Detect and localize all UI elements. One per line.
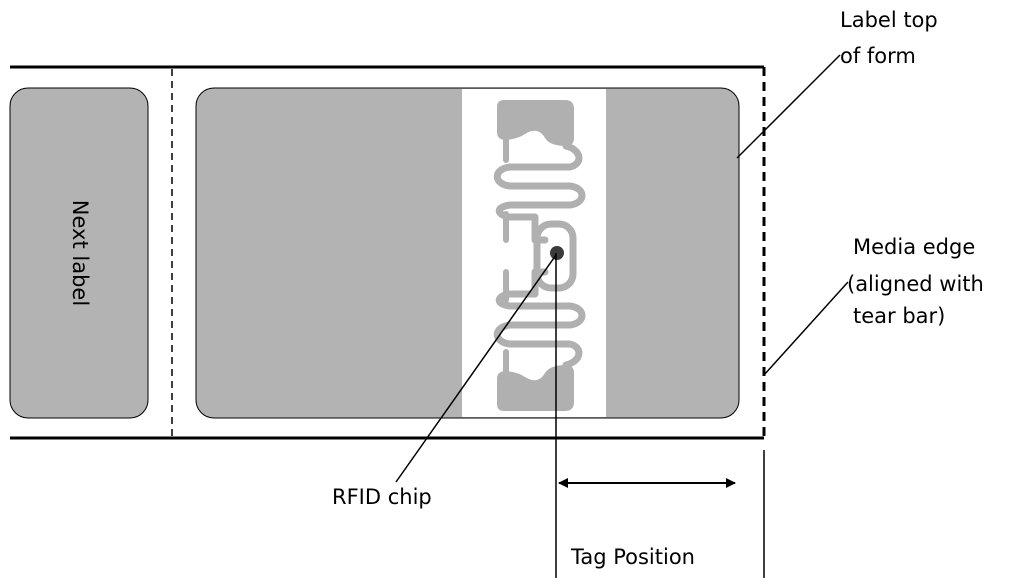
rfid-chip [550,246,564,260]
rfid-chip-text: RFID chip [332,485,432,509]
rfid-antenna [493,100,586,411]
top-of-form-text-line2: of form [840,44,916,68]
top-of-form-text-line1: Label top [840,8,938,32]
tag-position-text: Tag Position [570,545,695,569]
media-edge-text-line2: (aligned with [847,272,984,296]
media-edge-text-line3: tear bar) [853,304,945,328]
rfid-chip-leader [395,254,557,483]
media-edge-text-line1: Media edge [853,235,975,259]
media-edge-leader [763,281,849,376]
next-label-text: Next label [68,200,92,306]
next-label-rect [9,87,149,419]
top-of-form-leader [736,54,841,159]
